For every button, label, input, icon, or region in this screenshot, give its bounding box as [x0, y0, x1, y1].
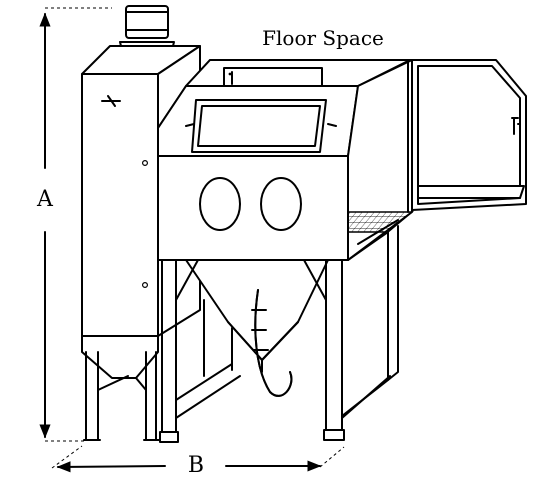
dimension-b: B: [51, 445, 345, 478]
side-door: [407, 59, 527, 213]
dimension-b-label: B: [188, 453, 204, 478]
blast-cabinet: [157, 59, 415, 443]
dimension-a: A: [36, 7, 112, 442]
dimension-a-label: A: [36, 187, 54, 212]
diagram-title: Floor Space: [262, 26, 384, 50]
